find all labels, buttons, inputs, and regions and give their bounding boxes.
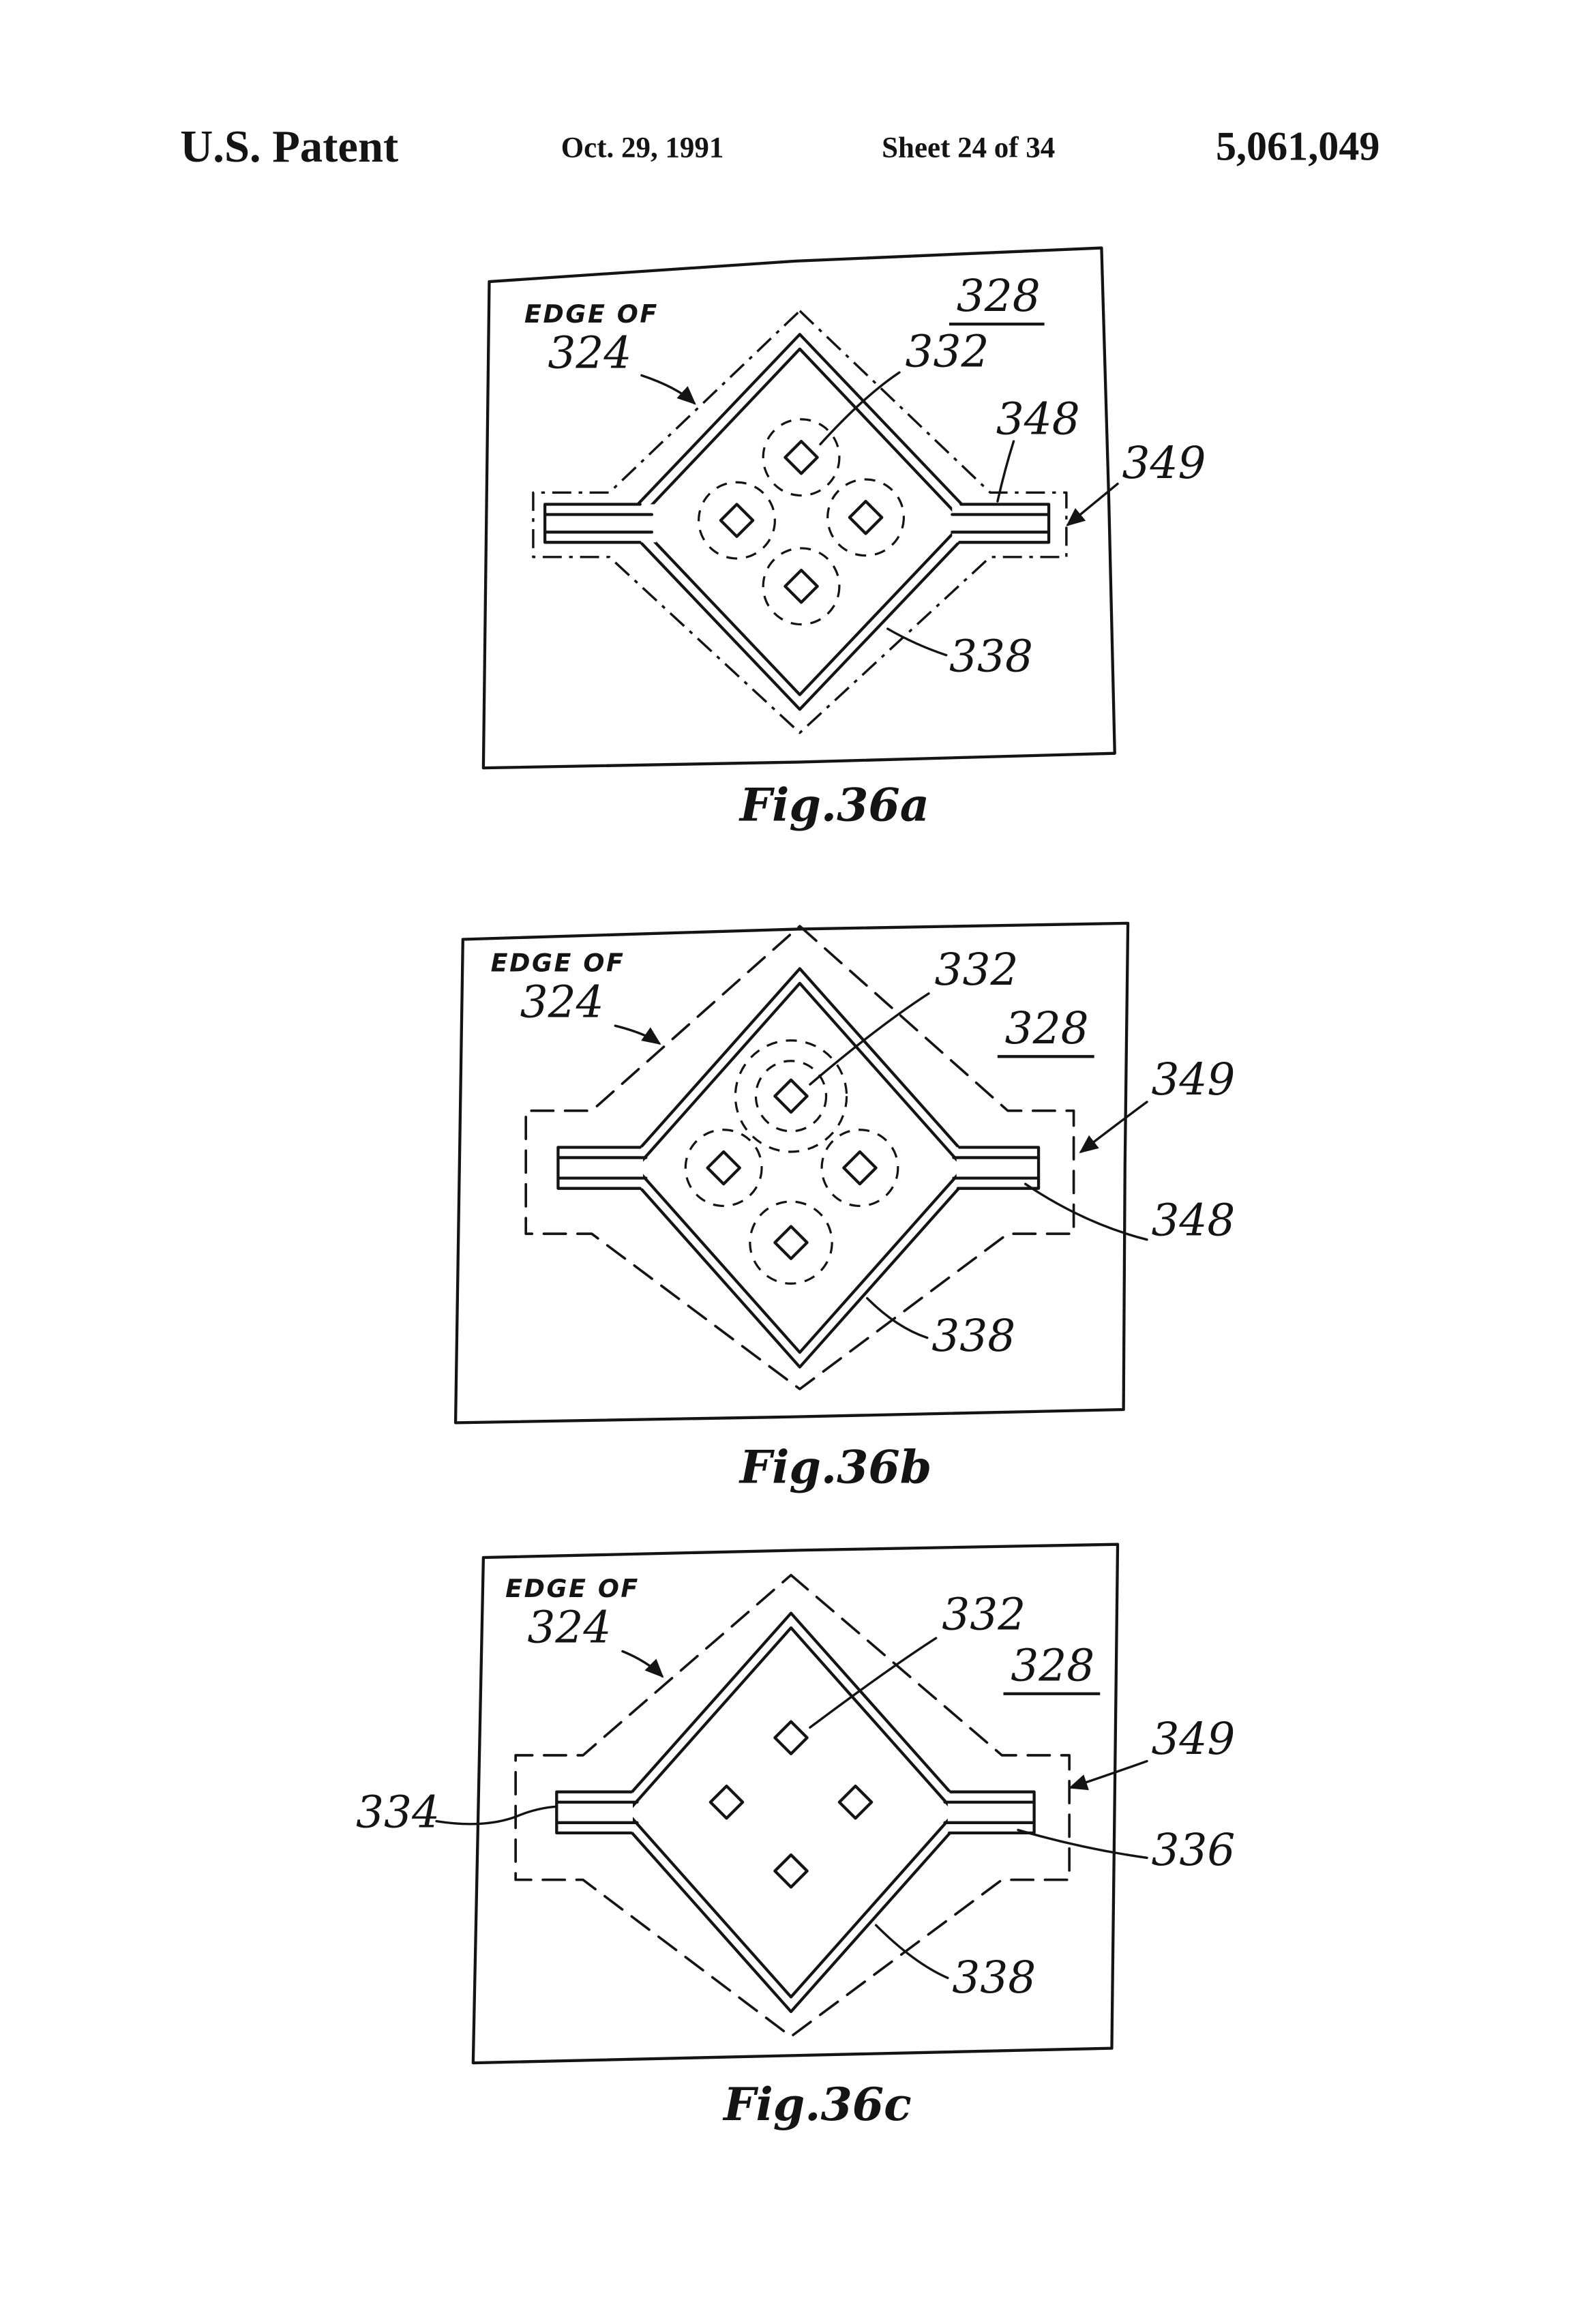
contact-diamond [842,1150,878,1186]
contact-ring [762,418,841,497]
ref-328-label: 328 [1005,1003,1089,1054]
ref-328-label: 328 [957,271,1041,322]
contact-diamond [706,1150,741,1186]
pad-outer-outline [612,1611,970,2014]
contact-ring [754,1060,828,1133]
lead-right-lines [943,1790,1036,1835]
contact-ring [698,481,776,560]
lead-left-lines [556,1146,648,1190]
lead-right-mask [947,1791,1034,1833]
ref-349-label: 349 [1151,1054,1235,1105]
lead-left-lines [555,1790,639,1835]
lead-right-lines [951,503,1051,544]
lead-left [556,1146,648,1190]
contact-diamond [773,1853,809,1889]
contact-diamond [783,569,819,604]
leader-349 [1066,482,1119,526]
ref-332-label: 332 [935,944,1019,996]
contact-diamond [773,1078,809,1114]
contact-diamond [783,439,819,475]
ref-328-label: 328 [1011,1640,1094,1691]
leader-349 [1069,1759,1148,1791]
leader-334 [435,1805,558,1826]
leader-edge-of-324 [640,374,696,405]
leader-348 [1024,1182,1148,1241]
leader-edge-of-324 [621,1650,664,1678]
edge-of-label: EDGE OF [524,299,659,329]
contact-diamond [773,1225,809,1260]
lead-right-mask [956,1147,1039,1189]
lead-left-mask [556,1791,633,1833]
figure-caption: Fig.36a [738,777,929,831]
lead-left-mask [558,1147,644,1189]
leader-349 [1079,1101,1148,1154]
edge-of-label: EDGE OF [491,949,625,978]
layer-349-outline [514,1573,1071,2038]
contact-ring [820,1129,899,1208]
figure-36a: EDGE OF 324 328 332 348 349 338 Fig.36a [481,246,1206,831]
ref-338-label: 338 [949,631,1033,682]
layer-349-outline [532,310,1068,734]
sheet-number: Sheet 24 of 34 [882,132,1055,164]
leader-332 [809,992,930,1086]
lead-left [555,1790,639,1835]
layer-349-outline [524,925,1075,1390]
leader-348 [996,440,1015,503]
header: U.S. Patent Oct. 29, 1991 Sheet 24 of 34… [180,122,1379,172]
leader-336 [1017,1828,1148,1860]
leader-338 [874,1924,949,1980]
lead-left-lines [543,503,654,544]
figure-caption: Fig.36c [722,2077,911,2131]
lead-right [943,1790,1036,1835]
ref-332-label: 332 [942,1589,1026,1640]
ref-338-label: 338 [952,1952,1036,2003]
contact-diamond [837,1784,874,1820]
ref-336-label: 336 [1151,1825,1235,1876]
leader-edge-of-324 [614,1024,661,1045]
lead-right [951,503,1051,544]
ref-324-label: 324 [520,977,604,1028]
leader-332 [809,1637,938,1729]
leader-338 [865,1297,929,1339]
ref-334-label: 334 [356,1787,440,1838]
lead-left-mask [545,504,657,543]
ref-324-label: 324 [527,1603,611,1654]
pad-outer-outline [621,967,979,1369]
ref-338-label: 338 [931,1311,1015,1362]
figure-caption: Fig.36b [738,1440,932,1493]
patent-number: 5,061,049 [1216,124,1380,170]
leader-338 [886,627,948,657]
contact-diamond [848,500,884,535]
leader-332 [819,371,901,446]
ref-349-label: 349 [1151,1714,1235,1765]
figure-36c: EDGE OF 324 332 328 349 334 336 338 Fig.… [356,1543,1235,2131]
ref-332-label: 332 [906,327,989,378]
contact-ring [762,547,841,626]
lead-right-lines [952,1146,1041,1190]
figure-36b: EDGE OF 324 332 328 349 348 338 Fig.36b [453,921,1235,1493]
edge-of-label: EDGE OF [505,1574,640,1603]
ref-348-label: 348 [996,393,1080,445]
patent-title: U.S. Patent [180,122,398,172]
pad-inner-outline [634,347,966,696]
contact-ring [826,478,906,557]
contact-ring [684,1129,763,1208]
lead-left [543,503,657,544]
ref-349-label: 349 [1122,438,1206,489]
pad-inner-outline [634,981,966,1354]
pad-inner-outline [625,1626,957,1999]
lead-right [952,1146,1041,1190]
pad-outer-outline [619,333,981,711]
contact-ring-outer [734,1039,848,1153]
contact-ring [749,1200,833,1285]
lead-right-mask [952,504,1049,543]
patent-date: Oct. 29, 1991 [561,132,724,164]
ref-324-label: 324 [548,328,631,379]
ref-348-label: 348 [1151,1195,1235,1246]
contact-diamond [708,1784,745,1820]
contact-diamond [773,1720,809,1756]
contact-diamond [719,503,755,538]
